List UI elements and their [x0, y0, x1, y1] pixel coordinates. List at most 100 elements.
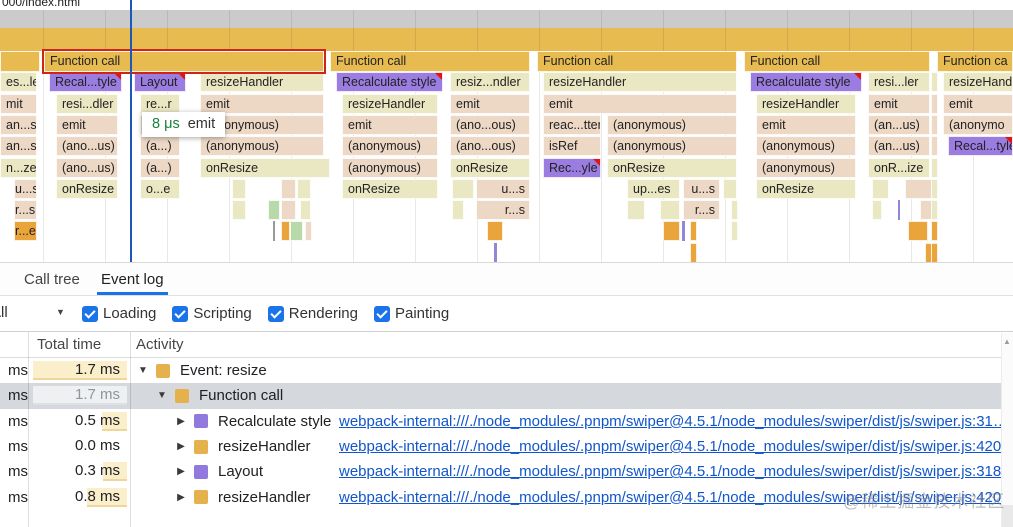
- source-link[interactable]: webpack-internal:///./node_modules/.pnpm…: [339, 412, 1001, 430]
- flame-block-us[interactable]: u...s: [476, 178, 530, 199]
- filter-scripting[interactable]: Scripting: [172, 305, 252, 322]
- flame-block[interactable]: [300, 200, 311, 221]
- flame-block-re[interactable]: r...e: [14, 221, 37, 242]
- flame-block-emit[interactable]: emit: [543, 93, 737, 114]
- flame-block-recaltyle[interactable]: Recal...tyle: [49, 72, 122, 93]
- expand-triangle-icon[interactable]: ▶: [177, 415, 185, 427]
- flame-block-anonymous[interactable]: (anonymous): [342, 157, 438, 178]
- checkbox-checked-icon[interactable]: [373, 305, 390, 322]
- flame-block-ans[interactable]: an...s): [0, 136, 37, 157]
- flame-block-anonymous[interactable]: (anonymous): [607, 114, 737, 135]
- flame-block[interactable]: [305, 221, 312, 242]
- flame-block-nze[interactable]: n...ze: [0, 157, 37, 178]
- flame-block-esler[interactable]: es...ler: [0, 72, 37, 93]
- flame-block[interactable]: [931, 72, 938, 93]
- flame-block-resizehand[interactable]: resizeHand: [943, 72, 1013, 93]
- flame-block-functioncall[interactable]: Function call: [330, 51, 530, 72]
- checkbox-checked-icon[interactable]: [172, 305, 189, 322]
- flame-block-anonymous[interactable]: (anonymous): [342, 136, 438, 157]
- tab-call-tree[interactable]: Call tree: [24, 270, 80, 288]
- flame-block-ans[interactable]: an...s): [0, 114, 37, 135]
- flame-block-emit[interactable]: emit: [200, 93, 324, 114]
- source-link[interactable]: webpack-internal:///./node_modules/.pnpm…: [339, 438, 1001, 456]
- flame-block-resizehandler[interactable]: resizeHandler: [756, 93, 856, 114]
- flame-block-emit[interactable]: emit: [342, 114, 438, 135]
- flame-block-a[interactable]: (a...): [140, 157, 180, 178]
- flame-block[interactable]: [627, 200, 645, 221]
- flame-block[interactable]: [487, 221, 503, 242]
- flame-block[interactable]: [898, 200, 900, 221]
- flame-block-anonymous[interactable]: (anonymous): [756, 157, 856, 178]
- flame-block-isref[interactable]: isRef: [543, 136, 601, 157]
- flame-block[interactable]: [931, 178, 938, 199]
- flame-block-recyle[interactable]: Rec...yle: [543, 157, 601, 178]
- flame-block[interactable]: [281, 178, 296, 199]
- scroll-up-icon[interactable]: ▲: [1003, 337, 1011, 346]
- flame-block[interactable]: [663, 221, 680, 242]
- flame-block[interactable]: [682, 221, 685, 242]
- flame-block-mit[interactable]: mit: [0, 93, 37, 114]
- flame-block-recalculatestyle[interactable]: Recalculate style: [336, 72, 443, 93]
- flame-block[interactable]: [931, 221, 938, 242]
- flame-block[interactable]: [931, 200, 938, 221]
- flame-block[interactable]: [931, 157, 938, 178]
- flame-block-resizehandler[interactable]: resizeHandler: [342, 93, 438, 114]
- flame-block[interactable]: [690, 221, 697, 242]
- flame-block-anonymous[interactable]: (anonymous): [756, 136, 856, 157]
- flame-block-layout[interactable]: Layout: [134, 72, 186, 93]
- flame-block[interactable]: [872, 178, 889, 199]
- scrollbar[interactable]: ▲: [1001, 333, 1013, 527]
- flame-block-anonymous[interactable]: (anonymous): [607, 136, 737, 157]
- flame-block-rs[interactable]: r...s: [14, 200, 37, 221]
- flame-block[interactable]: [690, 242, 697, 263]
- flame-block-rs[interactable]: r...s: [683, 200, 720, 221]
- flame-block-anonymo[interactable]: (anonymo: [943, 114, 1013, 135]
- filter-painting[interactable]: Painting: [373, 305, 449, 322]
- column-header-total-time[interactable]: Total time: [37, 336, 102, 353]
- collapse-triangle-icon[interactable]: ▼: [157, 390, 167, 402]
- flame-block[interactable]: [281, 200, 296, 221]
- flame-block-emit[interactable]: emit: [450, 93, 530, 114]
- expand-triangle-icon[interactable]: ▶: [177, 466, 185, 478]
- column-header-activity[interactable]: Activity: [136, 336, 184, 353]
- flame-block-onresize[interactable]: onResize: [450, 157, 530, 178]
- flame-block-functioncall[interactable]: Function call: [537, 51, 737, 72]
- flame-block-anoous[interactable]: (ano...ous): [450, 114, 530, 135]
- source-link[interactable]: webpack-internal:///./node_modules/.pnpm…: [339, 463, 1001, 481]
- flame-block[interactable]: [908, 221, 928, 242]
- flame-block[interactable]: [731, 221, 738, 242]
- event-resize-band[interactable]: [0, 28, 1013, 51]
- flame-block-anoous[interactable]: (ano...ous): [450, 136, 530, 157]
- flame-block-resizehandler[interactable]: resizeHandler: [200, 72, 324, 93]
- flame-block-emit[interactable]: emit: [56, 114, 118, 135]
- flame-block[interactable]: [723, 178, 737, 199]
- flame-block-anous[interactable]: (ano...us): [56, 136, 118, 157]
- flame-block[interactable]: [232, 200, 246, 221]
- category-filter-select[interactable]: All: [0, 304, 8, 321]
- flame-block[interactable]: [273, 221, 275, 242]
- flame-block-recalculatestyle[interactable]: Recalculate style: [750, 72, 862, 93]
- flame-block[interactable]: [268, 200, 280, 221]
- flame-block-functioncall[interactable]: Function call: [744, 51, 930, 72]
- flame-block-a[interactable]: (a...): [140, 136, 180, 157]
- filter-rendering[interactable]: Rendering: [267, 305, 358, 322]
- flame-block-anonymous[interactable]: (anonymous): [200, 136, 324, 157]
- flame-block[interactable]: [931, 136, 938, 157]
- flame-block[interactable]: [297, 178, 311, 199]
- flame-block[interactable]: [931, 114, 938, 135]
- flame-block[interactable]: [232, 178, 246, 199]
- chevron-down-icon[interactable]: ▼: [56, 307, 65, 317]
- flame-block-onresize[interactable]: onResize: [342, 178, 438, 199]
- flame-block-onresize[interactable]: onResize: [607, 157, 737, 178]
- flame-block[interactable]: [0, 51, 40, 72]
- flame-block-onresize[interactable]: onResize: [756, 178, 856, 199]
- flame-block-anous[interactable]: (ano...us): [56, 157, 118, 178]
- expand-triangle-icon[interactable]: ▶: [177, 441, 185, 453]
- flame-block-rs[interactable]: r...s: [476, 200, 530, 221]
- flame-block[interactable]: [281, 221, 290, 242]
